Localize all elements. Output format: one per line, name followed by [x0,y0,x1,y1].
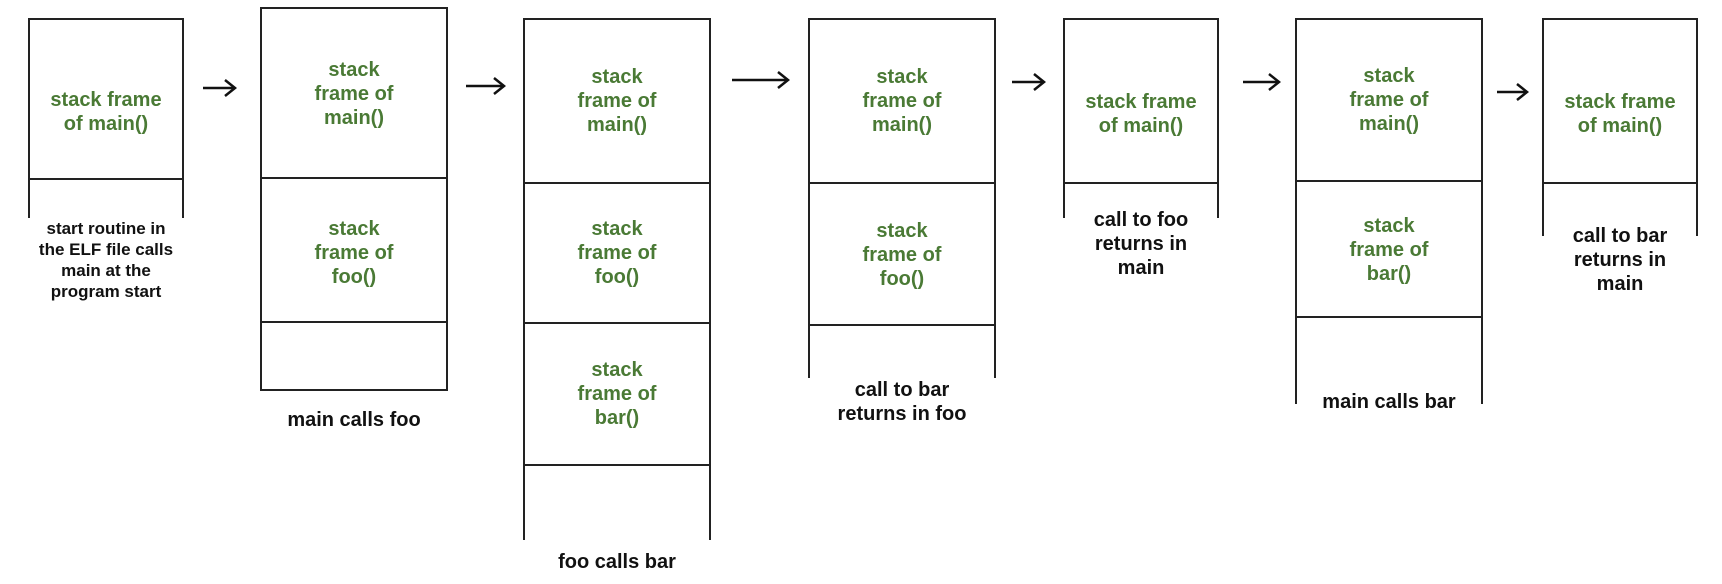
stack-stage-4: stack frame of main() stack frame of foo… [808,18,996,378]
caption-stage-3: foo calls bar [558,551,676,573]
stack-frame-main: stack frame of main() [1544,20,1696,182]
stack-frame-label: stack frame of main() [862,66,942,136]
arrow-right-icon [1243,73,1282,91]
frame-divider [262,177,446,179]
frame-divider [1065,182,1217,184]
stack-stage-1: stack frame of main() [28,18,184,218]
frame-divider [262,321,446,323]
caption-stage-6: main calls bar [1322,391,1456,413]
stack-frame-bar: stack frame of bar() [1297,182,1481,318]
stack-stage-2: stack frame of main() stack frame of foo… [260,7,448,391]
arrow-right-icon [1012,73,1047,91]
frame-divider [30,178,182,180]
stack-frame-label: stack frame of main() [1564,91,1676,137]
stack-frame-label: stack frame of main() [50,89,162,135]
stack-frame-label: stack frame of foo() [314,218,394,288]
stack-frame-main: stack frame of main() [262,9,446,179]
frame-divider [525,322,709,324]
stack-frame-label: stack frame of foo() [862,220,942,290]
arrow-right-icon [732,71,791,89]
stack-frame-main: stack frame of main() [1297,20,1481,180]
caption-stage-4: call to bar returns in foo [837,379,967,425]
frame-divider [1544,182,1696,184]
stack-frame-main: stack frame of main() [1065,20,1217,182]
stack-frame-foo: stack frame of foo() [810,184,994,326]
stack-frame-main: stack frame of main() [810,20,994,182]
frame-divider [810,182,994,184]
arrow-right-icon [1497,83,1530,101]
caption-stage-7: call to bar returns in main [1572,225,1668,295]
frame-divider [810,324,994,326]
frame-divider [1297,316,1481,318]
arrow-right-icon [203,79,238,97]
caption-stage-5: call to foo returns in main [1093,209,1189,279]
stack-frame-foo: stack frame of foo() [525,184,709,322]
caption-stage-2: main calls foo [287,409,421,431]
stack-frame-label: stack frame of main() [314,59,394,129]
arrow-right-icon [466,77,507,95]
stack-stage-5: stack frame of main() [1063,18,1219,218]
stack-frame-label: stack frame of main() [577,66,657,136]
stack-stage-3: stack frame of main() stack frame of foo… [523,18,711,540]
stack-frame-label: stack frame of main() [1349,65,1429,135]
frame-divider [1297,180,1481,182]
frame-divider [525,182,709,184]
stack-stage-6: stack frame of main() stack frame of bar… [1295,18,1483,404]
stack-frame-label: stack frame of bar() [577,359,657,429]
stack-frame-label: stack frame of bar() [1349,215,1429,285]
stack-frame-main: stack frame of main() [525,20,709,182]
caption-stage-1: start routine in the ELF file calls main… [38,219,174,301]
stack-stage-7: stack frame of main() [1542,18,1698,236]
frame-divider [525,464,709,466]
stack-frame-bar: stack frame of bar() [525,324,709,464]
stack-frame-main: stack frame of main() [30,20,182,178]
stack-frame-label: stack frame of main() [1085,91,1197,137]
stack-frame-label: stack frame of foo() [577,218,657,288]
stack-frame-foo: stack frame of foo() [262,179,446,327]
